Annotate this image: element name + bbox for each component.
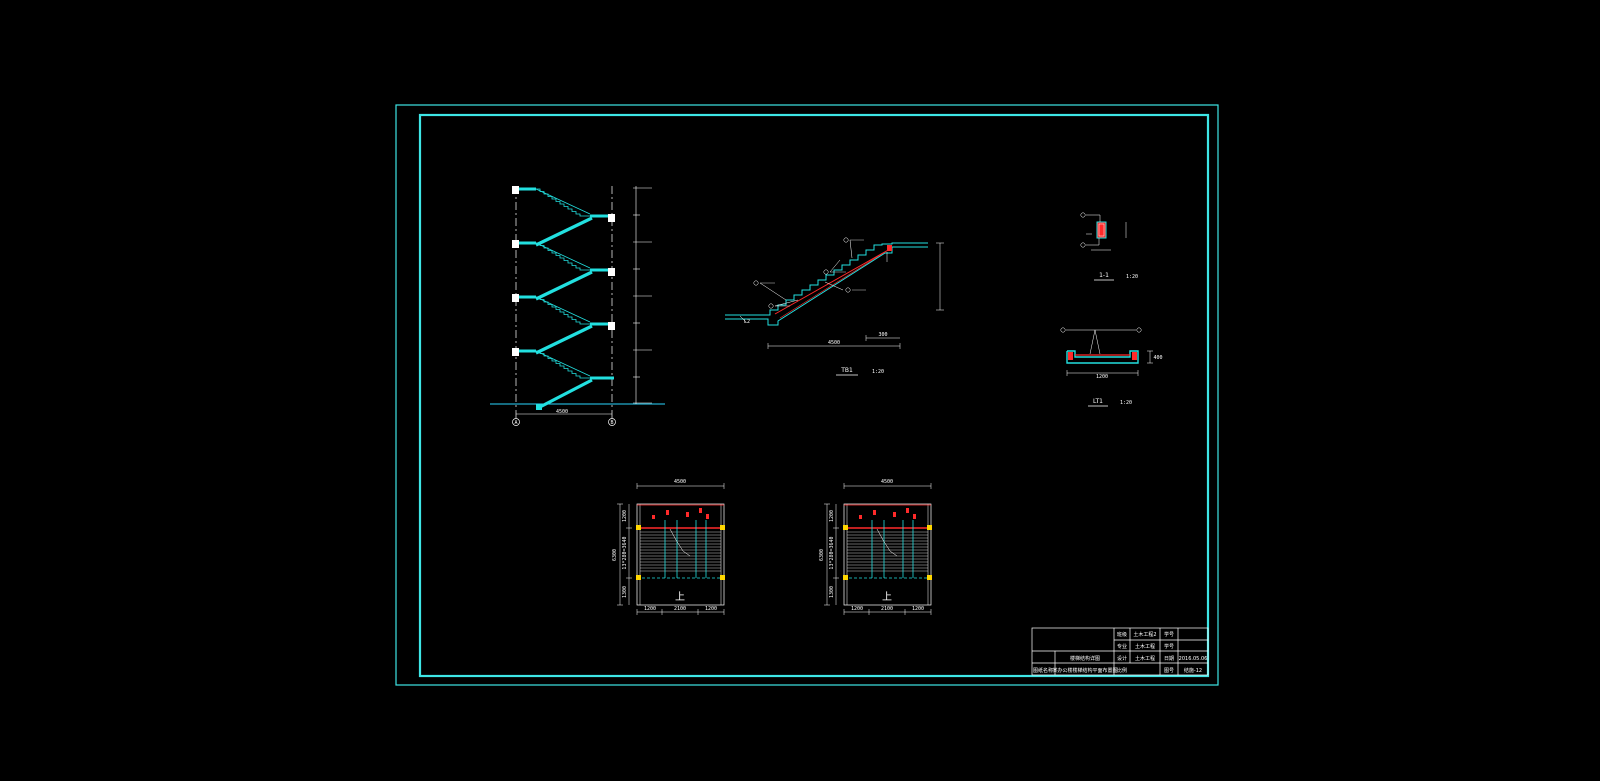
- plan-right-up-label: 上: [882, 591, 892, 603]
- tb1-scale: 1:20: [872, 369, 884, 375]
- plan-right-side-middle: 13*280=3640: [829, 536, 835, 569]
- tb-number-label: 图号: [1164, 668, 1174, 674]
- lt-scale: 1:20: [1120, 400, 1132, 406]
- plan-right-side-top: 1200: [829, 510, 835, 522]
- title-block: 班级 土木工程2 学号 专业 土木工程 学号 楼梯结构详图 设计 土木工程 日期…: [1031, 627, 1209, 676]
- tb-date-label: 日期: [1164, 656, 1174, 662]
- outer-frame: [395, 104, 1219, 686]
- detail11-caption: 1-1: [1099, 272, 1109, 279]
- plan-left-bottom-dim: 1200: [644, 606, 656, 612]
- tb-scale-label: 比例: [1117, 667, 1127, 674]
- plan-left-up-label: 上: [675, 591, 685, 603]
- tb-id-label-2: 学号: [1164, 643, 1174, 650]
- tb1-detail: L2 4500 300 TB1 1:20: [725, 237, 944, 376]
- axis-b-label: B: [610, 420, 613, 426]
- plan-right-bottom-dim: 1200: [912, 606, 924, 612]
- plan-left-bottom-dim: 1200: [705, 606, 717, 612]
- detail11-scale: 1:20: [1126, 274, 1138, 280]
- plan-left-side-total: 6300: [612, 549, 618, 561]
- tb-class-value: 土木工程2: [1133, 631, 1156, 638]
- axis-a-marker: A: [512, 418, 520, 426]
- tb1-dim-partial: 300: [878, 332, 887, 338]
- axis-b-marker: B: [608, 418, 616, 426]
- lt1-detail: 1200 400 LT1 1:20: [1060, 327, 1163, 407]
- plan-right-bottom-dim: 1200: [851, 606, 863, 612]
- plan-right-side-total: 6300: [819, 549, 825, 561]
- stair-plan-right: 4500 6300 1200 13*280=3640 1300 1200 210…: [819, 479, 932, 615]
- lt-dim-height: 400: [1153, 355, 1162, 361]
- axis-a-label: A: [514, 420, 517, 426]
- plan-left-side-middle: 13*280=3640: [622, 536, 628, 569]
- tb-number-value: 结施-12: [1184, 667, 1202, 674]
- tb1-tag: L2: [744, 319, 750, 325]
- plan-right-bottom-dim: 2100: [881, 606, 893, 612]
- plan-right-side-bottom: 1300: [829, 586, 835, 598]
- lt-dim-width: 1200: [1096, 374, 1108, 380]
- tb-design-value: 土木工程: [1135, 655, 1155, 662]
- detail-1-1: 1-1 1:20: [1080, 212, 1138, 281]
- plan-left-bottom-dim: 2100: [674, 606, 686, 612]
- stair-plan-left: 4500 6300 1200 13*280=3640 1300 1200 210…: [612, 479, 725, 615]
- inner-frame: [418, 113, 1210, 678]
- tb1-dim-overall: 4500: [828, 340, 840, 346]
- tb-name-label: 图纸名称: [1033, 667, 1053, 674]
- lt-caption: LT1: [1093, 398, 1103, 405]
- plan-left-top-dim: 4500: [674, 479, 686, 485]
- tb-date-value: 2016.05.06: [1179, 656, 1208, 662]
- tb-class-label: 班级: [1117, 631, 1127, 638]
- plan-right-top-dim: 4500: [881, 479, 893, 485]
- tb-major-value: 土木工程: [1135, 643, 1155, 650]
- tb-drawing-title: 楼梯结构详图: [1070, 655, 1100, 662]
- plan-left-side-bottom: 1300: [622, 586, 628, 598]
- tb-design-label: 设计: [1117, 655, 1127, 662]
- tb-id-label: 学号: [1164, 631, 1174, 638]
- tb-major-label: 专业: [1117, 643, 1127, 650]
- section-bottom-dim: 4500: [556, 409, 568, 415]
- tb-name-value: 某办公楼楼梯结构平面布置图: [1052, 667, 1117, 674]
- plan-left-side-top: 1200: [622, 510, 628, 522]
- tb1-caption: TB1: [840, 367, 853, 374]
- stair-section: A B 4500: [490, 186, 665, 426]
